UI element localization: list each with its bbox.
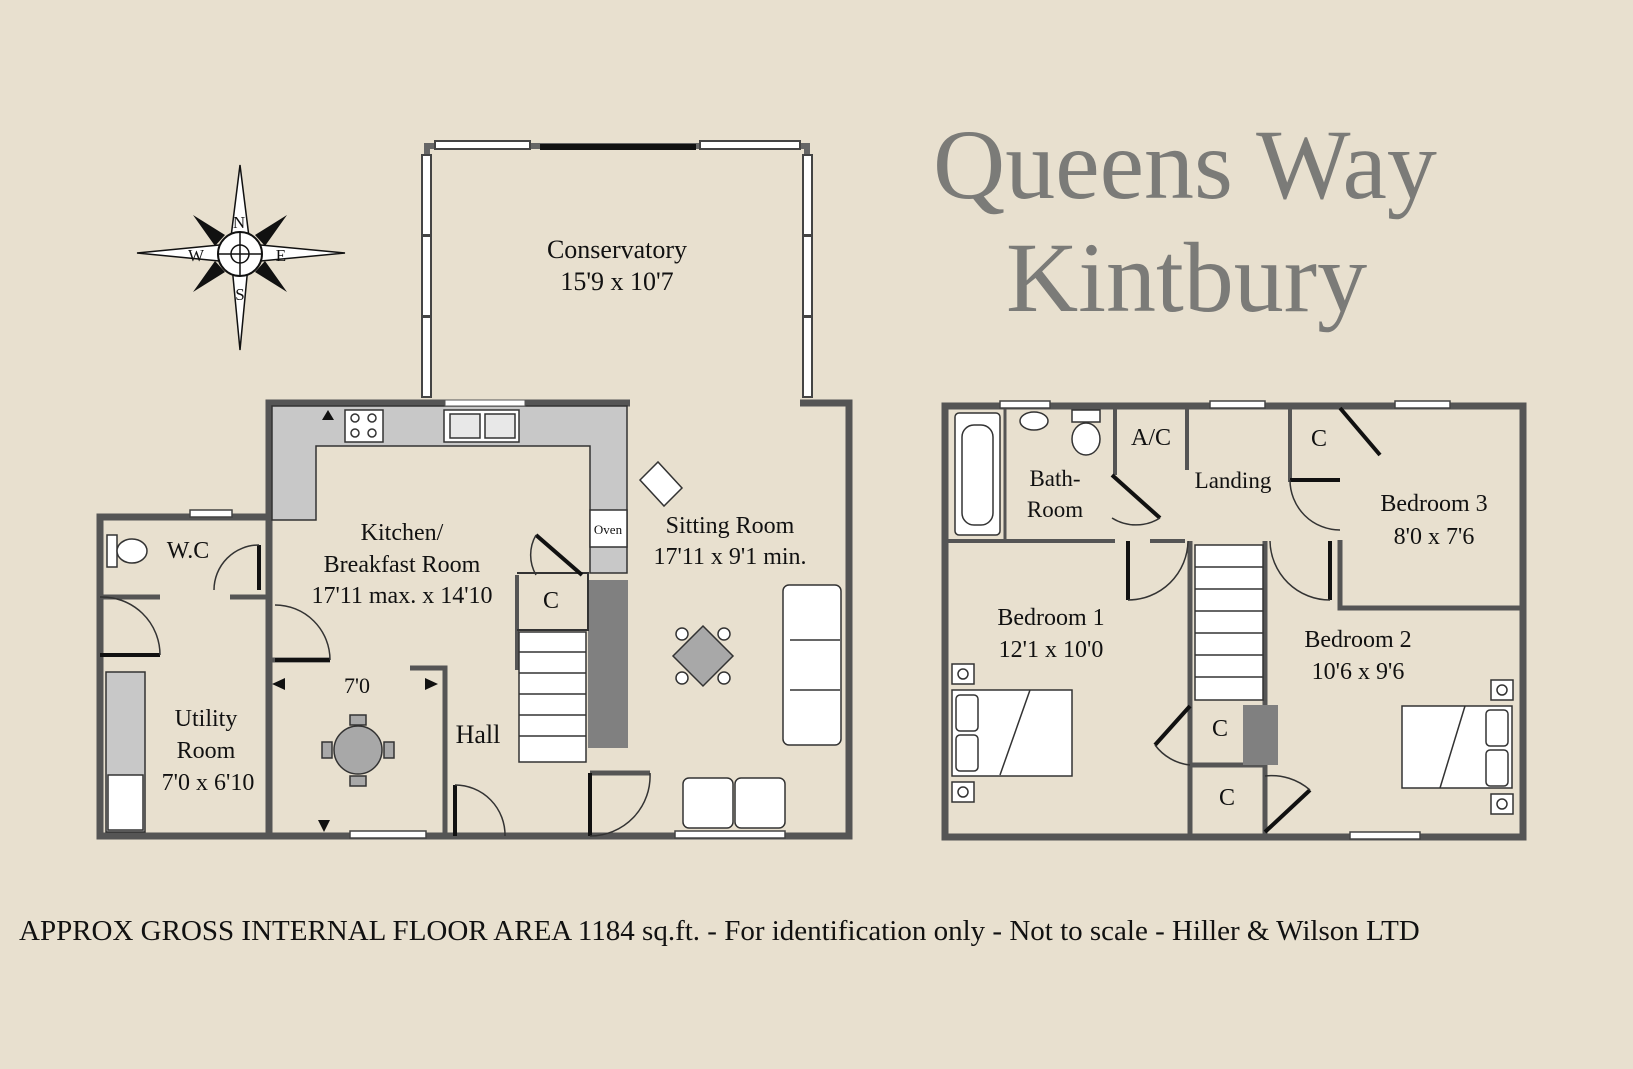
bath-icon — [954, 412, 1001, 536]
ground-floor-windows — [189, 509, 786, 839]
arrow-down-icon — [318, 820, 330, 832]
first-floor-windows — [999, 400, 1451, 840]
utility-dims: 7'0 x 6'10 — [162, 770, 255, 796]
bed-icon — [1401, 679, 1514, 815]
sitting-room-name: Sitting Room — [666, 513, 795, 539]
conservatory-dims: 15'9 x 10'7 — [560, 267, 673, 296]
airing-cupboard-label: A/C — [1131, 425, 1171, 451]
cupboard-label: C — [1311, 426, 1327, 452]
kitchen-worktops — [271, 405, 628, 574]
property-title-line-1: Queens Way — [933, 109, 1437, 220]
bedroom-1-dims: 12'1 x 10'0 — [999, 637, 1104, 663]
cupboard-label: C — [543, 588, 559, 614]
utility-name-line-1: Utility — [175, 706, 238, 732]
first-floor-doors — [1110, 406, 1382, 834]
oven-label: Oven — [594, 522, 623, 537]
compass-rose-icon: N S E W — [136, 164, 346, 351]
compass-east-label: E — [276, 246, 286, 265]
arrow-right-icon — [425, 678, 438, 690]
dining-dim-label: 7'0 — [344, 673, 370, 698]
arrow-left-icon — [272, 678, 285, 690]
conservatory-name: Conservatory — [547, 235, 687, 264]
toilet-icon — [106, 534, 148, 568]
bed-icon — [951, 663, 1073, 803]
kitchen-dims: 17'11 max. x 14'10 — [311, 583, 492, 609]
wc-name: W.C — [167, 538, 209, 564]
compass-north-label: N — [233, 213, 245, 232]
bedroom-2-name: Bedroom 2 — [1304, 627, 1411, 653]
kitchen-name-line-2: Breakfast Room — [324, 552, 481, 578]
kitchen-name-line-1: Kitchen/ — [361, 520, 444, 546]
compass-west-label: W — [188, 246, 205, 265]
basin-icon — [1019, 409, 1101, 456]
conservatory-windows — [421, 140, 813, 398]
sofa-icon — [682, 584, 842, 829]
hall-name: Hall — [456, 720, 501, 749]
cupboard-label: C — [1219, 785, 1235, 811]
property-title-line-2: Kintbury — [1006, 222, 1368, 333]
first-floor-stairs — [1194, 544, 1278, 765]
dining-table-icon — [321, 714, 395, 787]
bedroom-3-dims: 8'0 x 7'6 — [1394, 524, 1475, 550]
cupboard-label: C — [1212, 716, 1228, 742]
sitting-room-dims: 17'11 x 9'1 min. — [653, 544, 806, 570]
utility-name-line-2: Room — [177, 738, 236, 764]
bedroom-1-name: Bedroom 1 — [997, 605, 1104, 631]
bathroom-name-line-2: Room — [1027, 497, 1083, 522]
compass-south-label: S — [235, 285, 244, 304]
floor-area-footer: APPROX GROSS INTERNAL FLOOR AREA 1184 sq… — [19, 915, 1420, 947]
bathroom-name-line-1: Bath- — [1029, 466, 1080, 491]
ground-floor-doors — [99, 544, 651, 837]
bedroom-3-name: Bedroom 3 — [1380, 491, 1487, 517]
coffee-table-icon — [671, 624, 735, 688]
ground-floor-stairs — [518, 580, 628, 763]
bedroom-2-dims: 10'6 x 9'6 — [1312, 659, 1405, 685]
lamp-icon — [638, 460, 684, 508]
landing-label: Landing — [1195, 468, 1272, 493]
utility-sink-icon — [105, 671, 146, 833]
arrow-up-icon — [322, 410, 334, 420]
